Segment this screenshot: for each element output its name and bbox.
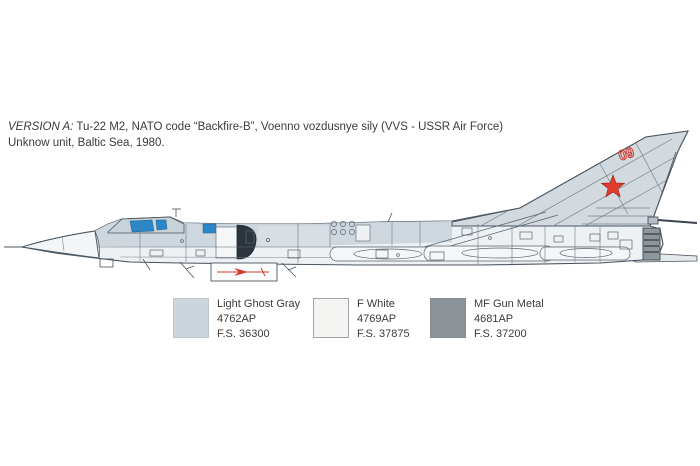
paint-fs-number: F.S. 36300 [217,328,270,340]
paint-name: Light Ghost Gray [217,298,301,310]
cockpit-window-rear [202,223,217,234]
wing-glove-lines [423,211,559,250]
nose-gear-details [99,258,297,279]
dorsal-antenna [387,212,393,223]
engine-intake [236,224,257,260]
paint-code: 4769AP [357,313,397,325]
tail-fin [451,130,689,227]
mid-panel [258,226,330,247]
cockpit-window-front [129,219,155,233]
cockpit-window-mid [155,219,168,231]
paint-name: F White [357,298,395,310]
swatch-label: F White 4769AP F.S. 37875 [357,297,487,342]
nose-cone [21,230,100,259]
paint-fs-number: F.S. 37875 [357,328,410,340]
tail-number: 09 [616,144,636,164]
paint-code: 4681AP [474,313,514,325]
swatch-label: Light Ghost Gray 4762AP F.S. 36300 [217,297,347,342]
rudder-line [651,151,677,223]
paint-code: 4762AP [217,313,257,325]
caption-line-1: VERSION A: Tu-22 M2, NATO code “Backfire… [8,119,548,135]
paint-fs-number: F.S. 37200 [474,328,527,340]
color-swatch [173,298,209,338]
caption-line-2: Unknow unit, Baltic Sea, 1980. [8,137,165,149]
color-swatch [313,298,349,338]
version-label: VERSION A: [8,121,74,133]
missile-pylon-box [210,262,278,282]
caption-description: Tu-22 M2, NATO code “Backfire-B”, Voenno… [73,121,504,133]
red-star-icon [600,173,626,198]
swatch-label: MF Gun Metal 4681AP F.S. 37200 [474,297,604,342]
engine-exhaust [642,227,661,261]
intake-forward-panel [215,226,238,259]
gear-fairings [329,245,631,262]
caption: VERSION A: Tu-22 M2, NATO code “Backfire… [8,119,548,151]
hatches [149,227,633,261]
paint-name: MF Gun Metal [474,298,544,310]
color-swatch [430,298,466,338]
port-grid [331,221,355,235]
tail-gun [647,216,698,225]
panel-lines [139,222,601,264]
